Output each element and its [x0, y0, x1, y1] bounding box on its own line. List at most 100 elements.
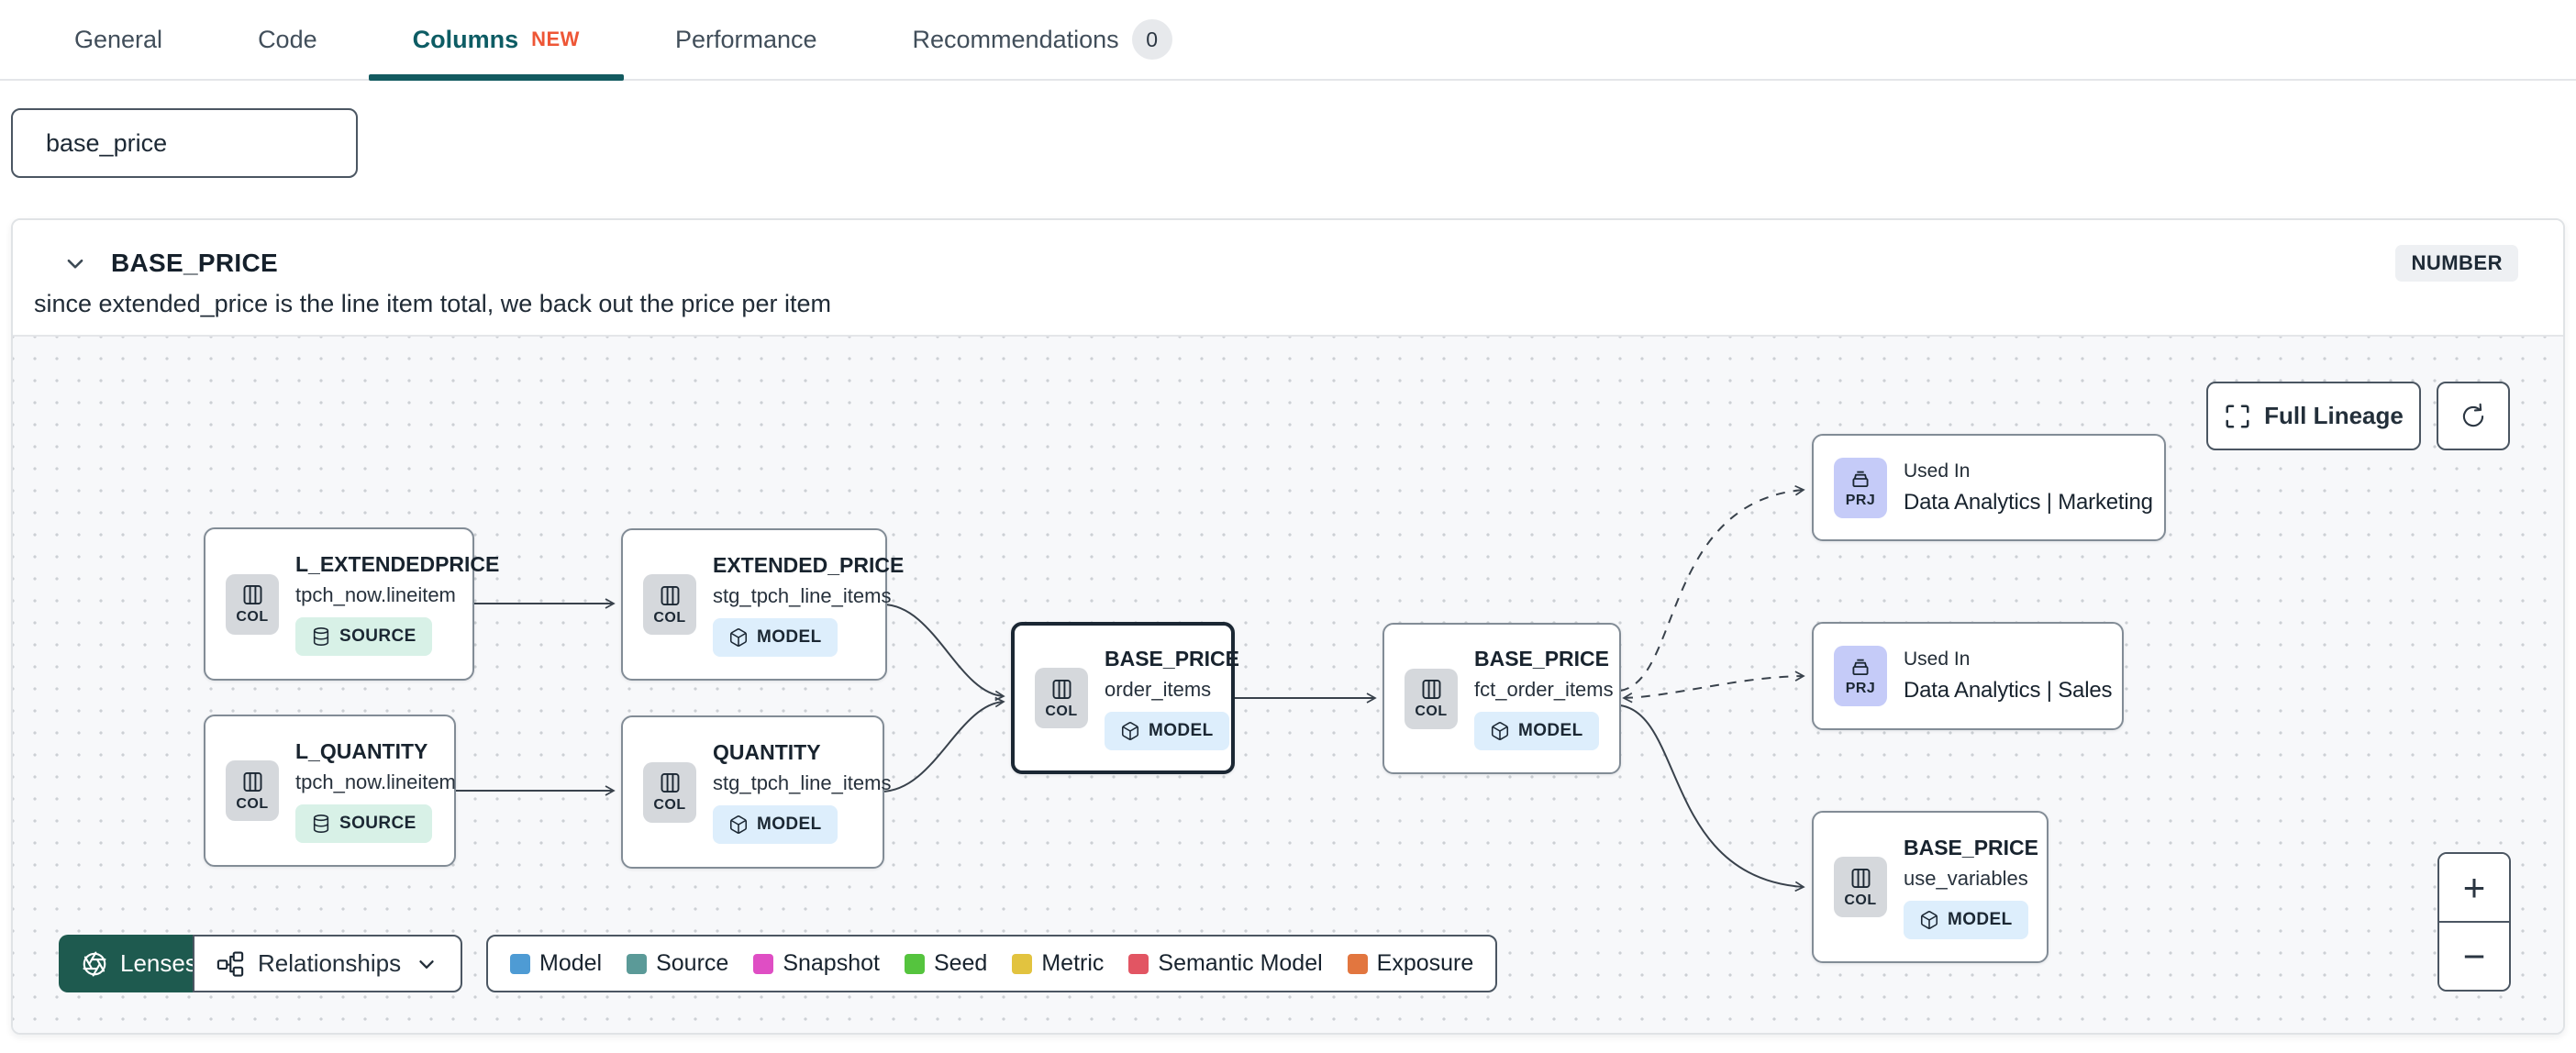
- resource-badge: SOURCE: [295, 617, 432, 656]
- column-icon: [1422, 679, 1440, 700]
- resource-badge: SOURCE: [295, 804, 432, 843]
- tab-label: Columns: [412, 25, 519, 53]
- database-icon: [313, 814, 329, 833]
- node-title: BASE_PRICE: [1474, 647, 1609, 671]
- column-tile: COL: [643, 574, 696, 635]
- column-icon: [1052, 679, 1071, 699]
- project-icon: [1852, 659, 1869, 676]
- zoom-control: + −: [2437, 852, 2511, 992]
- node-subtitle: fct_order_items: [1474, 678, 1614, 701]
- node-title: L_QUANTITY: [295, 738, 428, 763]
- column-icon: [661, 772, 679, 793]
- new-badge: NEW: [531, 28, 580, 50]
- lineage-node-base-price-use-variables[interactable]: COL BASE_PRICE use_variables MODEL: [1812, 811, 2049, 963]
- project-icon: [1852, 471, 1869, 487]
- tab-performance[interactable]: Performance: [631, 0, 861, 79]
- zoom-in-button[interactable]: +: [2439, 854, 2509, 923]
- model-swatch: [510, 953, 530, 974]
- node-subtitle: tpch_now.lineitem: [295, 770, 456, 793]
- column-tile: COL: [1035, 668, 1088, 728]
- column-tile: COL: [643, 761, 696, 823]
- lenses-button[interactable]: Lenses: [59, 935, 219, 992]
- node-subtitle: stg_tpch_line_items: [713, 771, 892, 794]
- resource-badge: MODEL: [713, 805, 838, 844]
- source-swatch: [627, 953, 648, 974]
- used-in-kicker: Used In: [1904, 460, 1971, 482]
- used-in-kicker: Used In: [1904, 648, 1971, 670]
- snapshot-swatch: [753, 953, 774, 974]
- refresh-icon: [2462, 403, 2484, 427]
- tab-label: Performance: [674, 25, 817, 53]
- relationships-icon: [217, 950, 244, 977]
- tab-columns[interactable]: Columns NEW: [368, 0, 625, 81]
- project-tile: PRJ: [1834, 457, 1887, 518]
- lineage-node-l-quantity[interactable]: COL L_QUANTITY tpch_now.lineitem SOURCE: [204, 715, 456, 867]
- lineage-node-used-in-marketing[interactable]: PRJ Used In Data Analytics | Marketing: [1812, 434, 2166, 541]
- tab-label: General: [74, 25, 163, 53]
- tab-general[interactable]: General: [30, 0, 206, 79]
- legend-item-semantic-model: Semantic Model: [1128, 950, 1323, 977]
- lineage-legend: Model Source Snapshot Seed Metric Semant…: [486, 935, 1498, 992]
- resource-badge: MODEL: [1904, 900, 2028, 939]
- column-tile: COL: [226, 573, 279, 635]
- full-lineage-button[interactable]: Full Lineage: [2206, 382, 2421, 450]
- project-tile: PRJ: [1834, 646, 1887, 706]
- cube-icon: [729, 815, 748, 834]
- lineage-node-base-price-order-items[interactable]: COL BASE_PRICE order_items MODEL: [1011, 622, 1239, 774]
- search-input[interactable]: [46, 128, 371, 158]
- lineage-node-extended-price[interactable]: COL EXTENDED_PRICE stg_tpch_line_items M…: [621, 528, 904, 681]
- node-title: QUANTITY: [713, 740, 821, 764]
- detail-tabbar: General Code Columns NEW Performance Rec…: [0, 0, 2576, 81]
- expand-icon: [2226, 405, 2249, 427]
- exposure-swatch: [1347, 953, 1368, 974]
- node-title: Data Analytics | Sales: [1904, 678, 2113, 703]
- node-subtitle: tpch_now.lineitem: [295, 583, 456, 606]
- cube-icon: [1491, 722, 1509, 740]
- node-subtitle: order_items: [1105, 677, 1212, 701]
- lineage-edges: [453, 485, 1805, 892]
- node-title: L_EXTENDEDPRICE: [295, 552, 500, 576]
- zoom-out-button[interactable]: −: [2439, 923, 2509, 990]
- node-title: BASE_PRICE: [1904, 835, 2038, 859]
- tab-recommendations[interactable]: Recommendations 0: [869, 0, 1216, 79]
- legend-item-metric: Metric: [1012, 950, 1104, 977]
- metric-swatch: [1012, 953, 1033, 974]
- chevron-down-icon: [419, 959, 434, 969]
- tab-code[interactable]: Code: [214, 0, 361, 79]
- legend-item-seed: Seed: [904, 950, 987, 977]
- tab-label: Code: [258, 25, 317, 53]
- chevron-down-icon[interactable]: [60, 248, 91, 279]
- semantic-model-swatch: [1128, 953, 1149, 974]
- recommendations-count-badge: 0: [1131, 19, 1172, 60]
- column-description: since extended_price is the line item to…: [34, 290, 831, 317]
- legend-item-model: Model: [510, 950, 602, 977]
- resource-badge: MODEL: [1474, 712, 1599, 750]
- relationships-dropdown[interactable]: Relationships: [193, 935, 463, 992]
- refresh-button[interactable]: [2437, 382, 2510, 450]
- lineage-node-quantity[interactable]: COL QUANTITY stg_tpch_line_items MODEL: [621, 715, 891, 869]
- column-icon: [1851, 868, 1870, 888]
- aperture-icon: [83, 951, 106, 976]
- legend-item-exposure: Exposure: [1347, 950, 1473, 977]
- column-name: BASE_PRICE: [111, 249, 278, 277]
- lineage-canvas[interactable]: COL L_EXTENDEDPRICE tpch_now.lineitem SO…: [13, 335, 2563, 1033]
- column-icon: [661, 585, 679, 605]
- cube-icon: [1920, 910, 1938, 929]
- column-search[interactable]: [11, 108, 371, 178]
- lineage-node-l-extendedprice[interactable]: COL L_EXTENDEDPRICE tpch_now.lineitem SO…: [204, 527, 499, 681]
- resource-badge: MODEL: [713, 617, 838, 657]
- column-card: BASE_PRICE NUMBER since extended_price i…: [11, 218, 2565, 1035]
- node-title: Data Analytics | Marketing: [1904, 489, 2153, 515]
- database-icon: [313, 627, 329, 646]
- column-icon: [243, 771, 261, 792]
- column-tile: COL: [226, 760, 279, 821]
- column-type-badge: NUMBER: [2395, 245, 2518, 282]
- node-title: BASE_PRICE: [1105, 646, 1239, 671]
- lineage-node-used-in-sales[interactable]: PRJ Used In Data Analytics | Sales: [1812, 622, 2124, 730]
- seed-swatch: [904, 953, 925, 974]
- column-tile: COL: [1405, 668, 1458, 729]
- cube-icon: [1121, 721, 1139, 740]
- lineage-node-base-price-fct-order-items[interactable]: COL BASE_PRICE fct_order_items MODEL: [1382, 623, 1621, 774]
- column-tile: COL: [1834, 857, 1887, 917]
